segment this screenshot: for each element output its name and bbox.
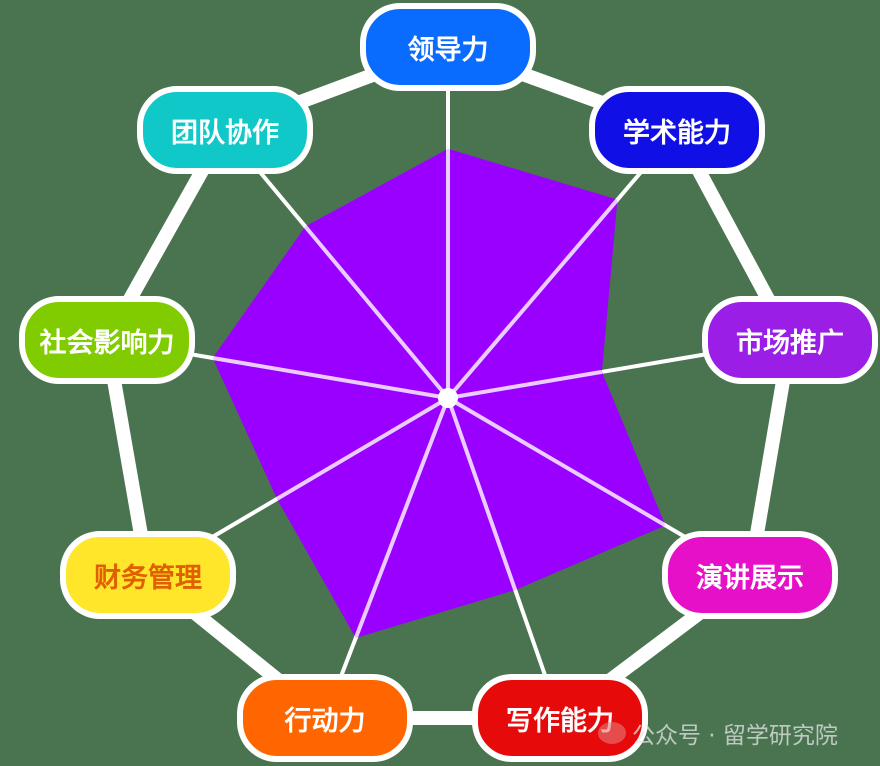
- axis-label-0: 领导力: [360, 3, 536, 91]
- axis-label-6: 财务管理: [60, 531, 236, 619]
- axis-overlay-5: [353, 397, 450, 639]
- data-polygon: [212, 148, 666, 639]
- axis-label-2: 市场推广: [702, 296, 878, 384]
- axis-overlay-1: [446, 198, 619, 400]
- axis-overlay-6: [275, 396, 450, 501]
- wechat-icon: [598, 722, 626, 744]
- axis-overlay-7: [212, 356, 449, 400]
- axis-label-7: 社会影响力: [19, 296, 195, 384]
- axis-overlay-2: [447, 369, 603, 400]
- axis-label-4: 写作能力: [472, 674, 648, 762]
- axis-overlay-8: [303, 225, 450, 400]
- watermark: 公众号 · 留学研究院: [598, 716, 838, 750]
- axis-label-3: 演讲展示: [662, 531, 838, 619]
- axis-label-8: 团队协作: [137, 86, 313, 174]
- watermark-text: 公众号 · 留学研究院: [632, 723, 838, 749]
- axis-label-5: 行动力: [237, 674, 413, 762]
- outer-ring: [100, 40, 797, 725]
- center-dot: [438, 388, 458, 408]
- axis-overlay-4: [446, 397, 518, 591]
- axis-label-1: 学术能力: [589, 86, 765, 174]
- axis-overlay-3: [446, 396, 667, 528]
